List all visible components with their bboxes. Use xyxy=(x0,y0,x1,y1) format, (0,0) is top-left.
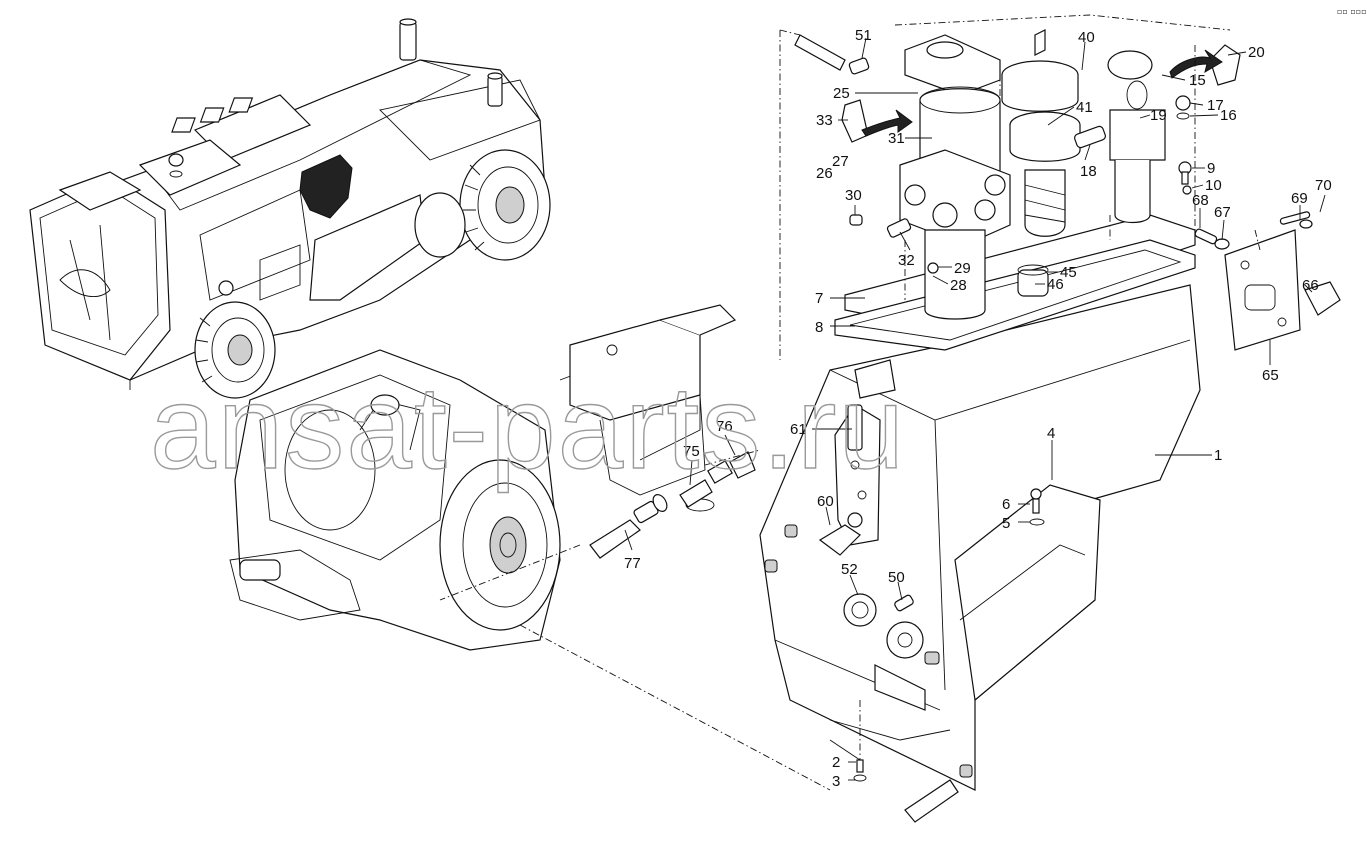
rear-wheel xyxy=(459,149,551,261)
callout-29: 29 xyxy=(954,260,971,277)
callout-17: 17 xyxy=(1207,97,1224,114)
arrow-20-icon xyxy=(1169,49,1223,79)
callout-18: 18 xyxy=(1080,163,1097,180)
callout-25: 25 xyxy=(833,85,850,102)
strainer xyxy=(1001,60,1081,237)
callout-30: 30 xyxy=(845,187,862,204)
callouts: 51 40 20 25 15 41 17 33 19 16 31 27 9 26… xyxy=(624,27,1332,790)
callout-1: 1 xyxy=(1214,447,1222,464)
callout-33: 33 xyxy=(816,112,833,129)
callout-5: 5 xyxy=(1002,515,1010,532)
filter-assembly xyxy=(886,34,1011,320)
callout-31: 31 xyxy=(888,130,905,147)
callout-68: 68 xyxy=(1192,192,1209,209)
cap-icon xyxy=(1209,44,1241,86)
machine-overview xyxy=(29,18,551,399)
callout-32: 32 xyxy=(898,252,915,269)
callout-26: 26 xyxy=(816,165,833,182)
fasteners xyxy=(168,29,1313,782)
callout-41: 41 xyxy=(1076,99,1093,116)
callout-28: 28 xyxy=(950,277,967,294)
callout-52: 52 xyxy=(841,561,858,578)
callout-50: 50 xyxy=(888,569,905,586)
frame-bracket xyxy=(569,304,737,512)
cap-33-icon xyxy=(841,99,869,143)
callout-46: 46 xyxy=(1047,276,1064,293)
callout-61: 61 xyxy=(790,421,807,438)
callout-66: 66 xyxy=(1302,277,1319,294)
callout-45: 45 xyxy=(1060,264,1077,281)
callout-27: 27 xyxy=(832,153,849,170)
callout-40: 40 xyxy=(1078,29,1095,46)
callout-7: 7 xyxy=(815,290,823,307)
arrow-33-icon xyxy=(861,109,913,137)
corner-mark: ▫▫ ▫▫▫ xyxy=(1337,7,1367,16)
highlighted-tank-icon xyxy=(299,154,353,219)
callout-51: 51 xyxy=(855,27,872,44)
callout-77: 77 xyxy=(624,555,641,572)
watermark: ansat-parts.ru xyxy=(150,362,906,494)
callout-10: 10 xyxy=(1205,177,1222,194)
hose-fittings xyxy=(589,451,756,559)
callout-60: 60 xyxy=(817,493,834,510)
callout-75: 75 xyxy=(683,443,700,460)
engine-housing xyxy=(229,349,701,651)
callout-4: 4 xyxy=(1047,425,1055,442)
callout-20: 20 xyxy=(1248,44,1265,61)
callout-15: 15 xyxy=(1189,72,1206,89)
connector-lines xyxy=(439,14,1261,791)
callout-69: 69 xyxy=(1291,190,1308,207)
callout-3: 3 xyxy=(832,773,840,790)
front-wheel xyxy=(194,301,276,399)
callout-19: 19 xyxy=(1150,107,1167,124)
callout-16: 16 xyxy=(1220,107,1237,124)
callout-9: 9 xyxy=(1207,160,1215,177)
callout-8: 8 xyxy=(815,319,823,336)
callout-65: 65 xyxy=(1262,367,1279,384)
cover-plate xyxy=(1224,229,1341,351)
breather xyxy=(1074,50,1166,224)
callout-70: 70 xyxy=(1315,177,1332,194)
callout-6: 6 xyxy=(1002,496,1010,513)
callout-2: 2 xyxy=(832,754,840,771)
callout-67: 67 xyxy=(1214,204,1231,221)
callout-76: 76 xyxy=(716,418,733,435)
